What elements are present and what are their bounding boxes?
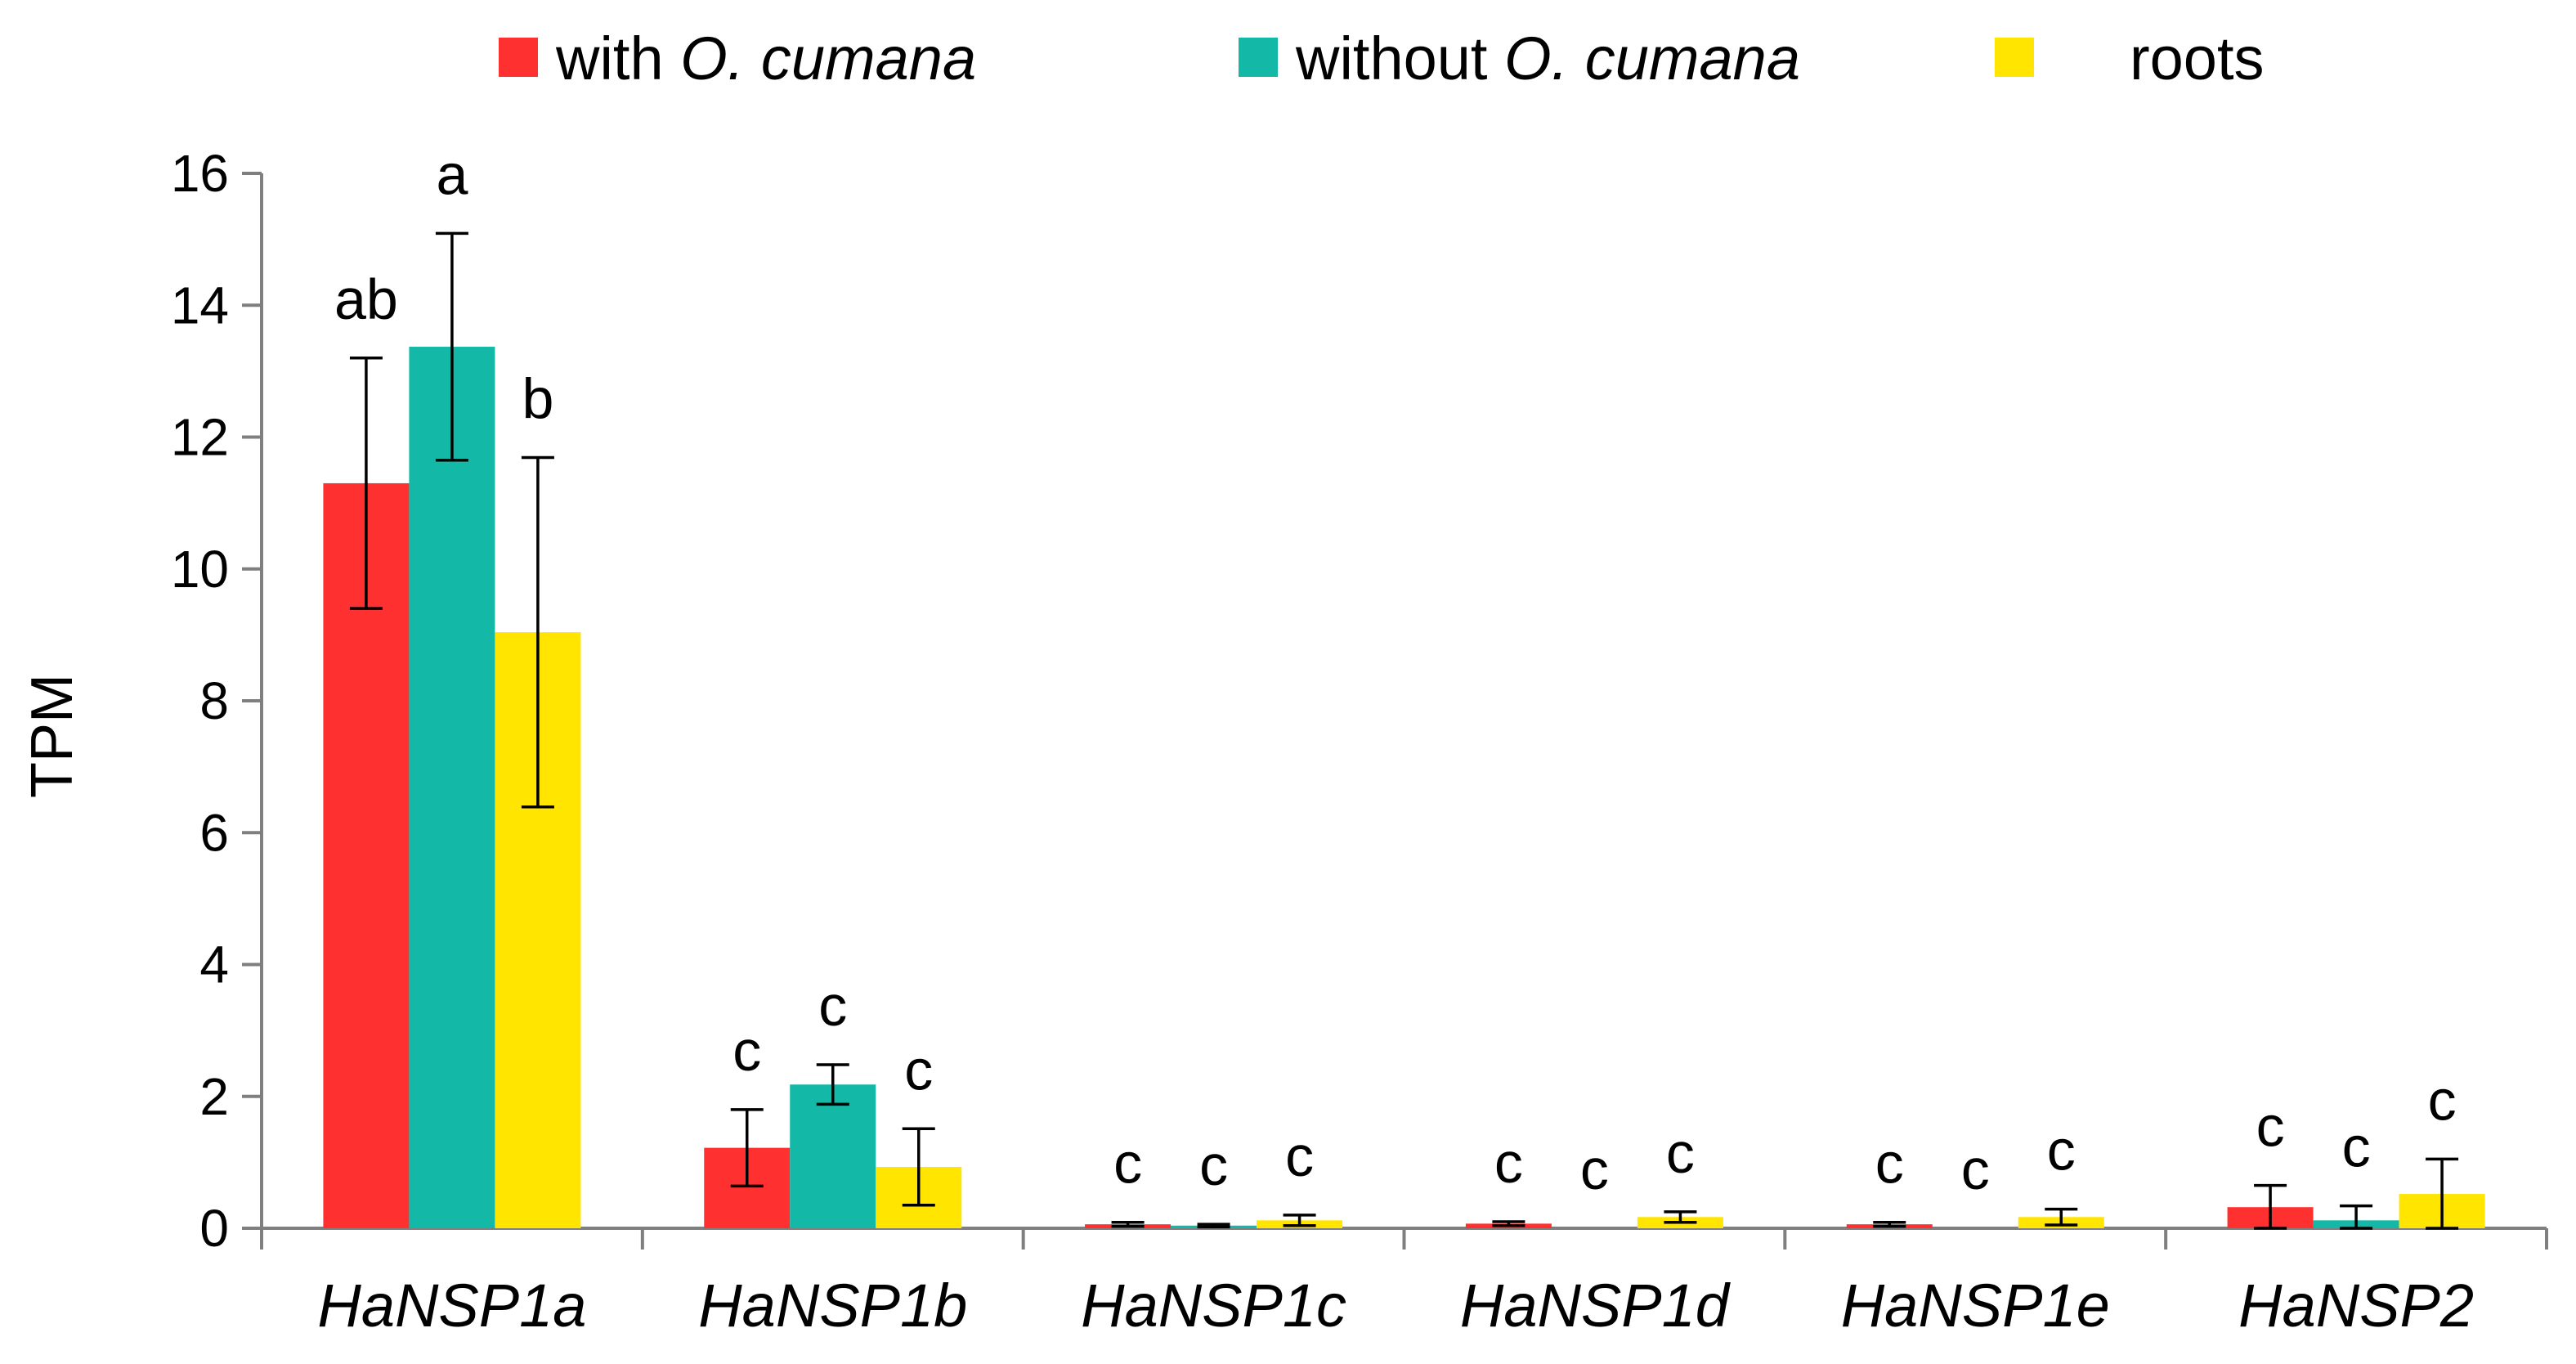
x-category-label: HaNSP1a [317,1272,586,1339]
legend-label: roots [2130,25,2265,92]
y-axis-label: TPM [20,674,85,798]
x-category-label: HaNSP1c [1081,1272,1346,1339]
y-tick-label: 14 [171,276,229,334]
legend-swatch [1239,38,1278,77]
legend-label: with O. cumana [555,25,976,92]
significance-letter: c [732,1019,761,1083]
legend-label-species: O. cumana [1504,25,1800,92]
significance-letter: c [1285,1124,1314,1188]
legend-label: without O. cumana [1295,25,1800,92]
y-tick-label: 4 [199,936,229,994]
significance-letter: c [1875,1132,1904,1196]
significance-letter: b [522,366,553,430]
significance-letter: a [436,142,468,206]
significance-letter: c [2342,1115,2371,1179]
significance-letter: c [1494,1131,1523,1195]
legend-label-species: O. cumana [680,25,976,92]
significance-letter: c [1199,1133,1228,1197]
significance-letter: c [1113,1132,1142,1196]
y-tick-label: 2 [199,1067,229,1126]
significance-letter: c [2047,1119,2076,1182]
significance-letter: c [818,974,847,1038]
x-category-label: HaNSP1b [698,1272,967,1339]
significance-letter: c [1666,1121,1695,1185]
significance-letter: c [1961,1137,1990,1201]
y-tick-label: 0 [199,1199,229,1258]
x-axis: HaNSP1a HaNSP1b HaNSP1c HaNSP1d HaNSP1e HaNSP… [260,1227,2548,1339]
legend-swatch [1995,38,2034,77]
y-tick-label: 6 [199,803,229,862]
error-bars [349,231,2459,1230]
significance-letter: c [904,1038,933,1102]
x-category-label: HaNSP2 [2238,1272,2474,1339]
y-tick-label: 16 [171,144,229,203]
legend-label-text: without [1295,25,1504,92]
y-tick-label: 12 [171,408,229,467]
legend-swatch [499,38,538,77]
x-category-label: HaNSP1e [1841,1272,2110,1339]
bar [409,347,495,1229]
y-tick-label: 8 [199,671,229,730]
bars [323,347,2485,1229]
significance-letter: ab [334,267,398,331]
y-tick-label: 10 [171,540,229,599]
legend-label-text: with [555,25,680,92]
legend-label-text: roots [2130,25,2265,92]
y-axis: 0 2 4 6 8 10 12 14 16 [171,144,263,1258]
significance-letter: c [2256,1095,2285,1159]
significance-letter: c [2428,1068,2457,1132]
bar [790,1084,876,1228]
x-category-label: HaNSP1d [1460,1272,1732,1339]
significance-letter: c [1580,1137,1609,1201]
